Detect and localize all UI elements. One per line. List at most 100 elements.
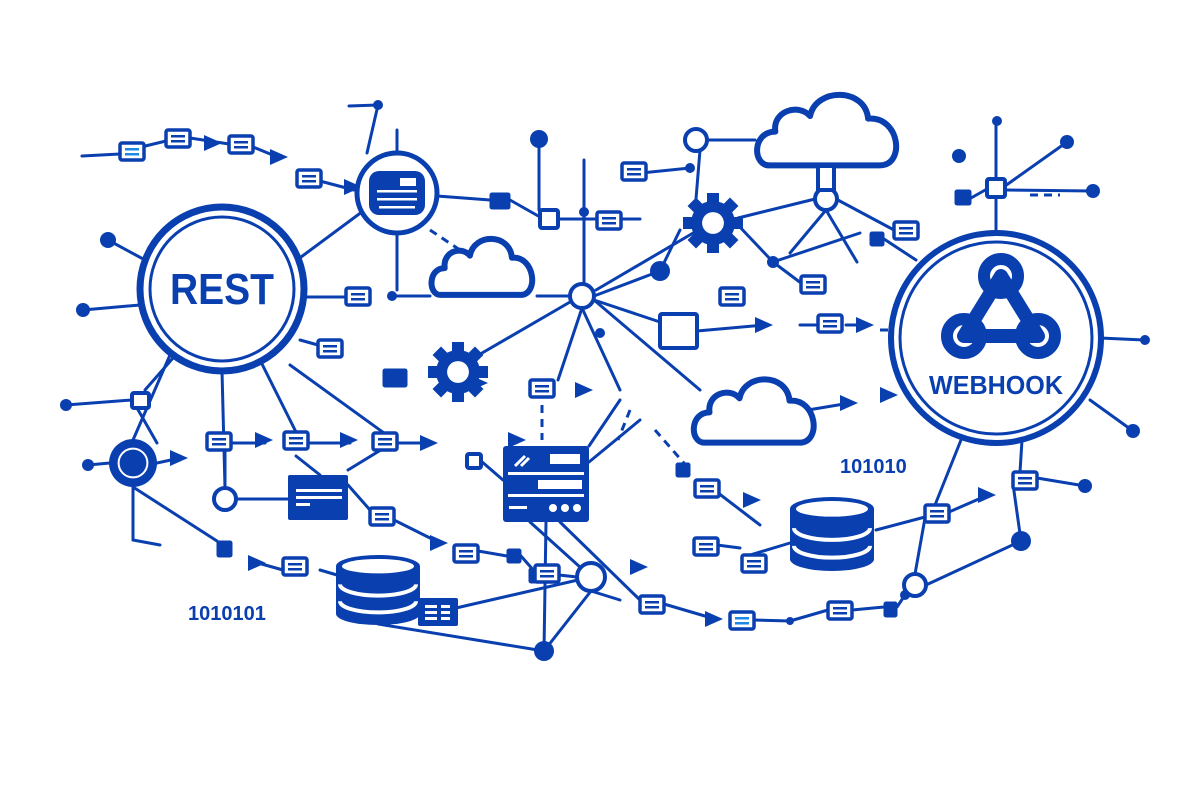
arrow-head-icon xyxy=(856,317,874,333)
arrow-head-icon xyxy=(575,382,593,398)
message-packet-icon xyxy=(205,431,233,452)
message-packet-icon xyxy=(892,220,920,241)
connector-line xyxy=(736,197,817,220)
message-packet-icon xyxy=(718,286,746,307)
node-dot xyxy=(100,232,116,248)
square-node xyxy=(883,601,898,618)
message-packet-icon xyxy=(1011,470,1039,491)
connector-line xyxy=(834,197,896,232)
message-packet-icon xyxy=(344,286,372,307)
message-packet-icon xyxy=(368,506,396,527)
square-node xyxy=(538,208,560,230)
square-node xyxy=(954,189,972,206)
node-dot xyxy=(60,399,72,411)
connector-line xyxy=(376,622,546,653)
arrow-head-icon xyxy=(630,559,648,575)
connector-line xyxy=(589,589,622,602)
node-dot xyxy=(1140,335,1150,345)
message-packet-icon xyxy=(620,161,648,182)
connector-line xyxy=(924,539,1023,587)
connector-line xyxy=(695,323,767,333)
connector-line xyxy=(346,483,372,512)
connector-line xyxy=(298,338,320,347)
dashed-connector xyxy=(429,228,461,252)
connector-line xyxy=(882,237,918,262)
message-packet-icon xyxy=(118,141,146,162)
connector-line xyxy=(1088,398,1135,433)
connector-line xyxy=(556,306,584,382)
connector-line xyxy=(294,454,322,477)
node-dot xyxy=(650,261,670,281)
arrow-head-icon xyxy=(880,387,898,403)
cloud-icon xyxy=(690,376,817,446)
node-dot xyxy=(992,116,1002,126)
rest-hub: REST xyxy=(136,203,308,375)
connector-line xyxy=(288,363,386,435)
connector-line xyxy=(788,608,830,623)
connector-line xyxy=(694,148,702,201)
connector-line xyxy=(64,398,134,407)
connector-line xyxy=(435,194,492,202)
message-packet-icon xyxy=(826,600,854,621)
connector-line xyxy=(788,208,828,255)
node-dot xyxy=(76,303,90,317)
connector-line xyxy=(592,298,662,324)
message-packet-icon xyxy=(533,563,561,584)
square-node xyxy=(130,391,151,410)
connector-line xyxy=(715,543,742,550)
square-node xyxy=(658,312,699,350)
node-dot xyxy=(685,163,695,173)
connector-line xyxy=(913,516,927,576)
binary-label: 1010101 xyxy=(188,603,266,625)
message-packet-icon xyxy=(692,536,720,557)
connector-line xyxy=(933,438,963,507)
small-square-nodes xyxy=(130,177,1007,618)
arrow-head-icon xyxy=(743,492,761,508)
connector-line xyxy=(735,222,775,264)
arrow-head-icon xyxy=(420,435,438,451)
message-packet-icon xyxy=(923,503,951,524)
dashed-connector xyxy=(616,409,632,441)
arrow-head-icon xyxy=(255,432,273,448)
webhook-hub: WEBHOOK xyxy=(888,230,1104,446)
message-packet-icon xyxy=(693,478,721,499)
connector-line xyxy=(850,605,886,612)
arrow-head-icon xyxy=(248,555,266,571)
table-badge-icon xyxy=(418,598,458,626)
node-dot xyxy=(767,256,779,268)
connector-line xyxy=(587,398,622,448)
connector-line xyxy=(580,306,622,392)
arrow-head-icon xyxy=(705,611,723,627)
message-packet-icon xyxy=(227,134,255,155)
arrow-head-icon xyxy=(204,135,222,151)
message-packet-icon xyxy=(595,210,623,231)
message-packet-icon xyxy=(799,274,827,295)
message-packet-icon xyxy=(638,594,666,615)
rest-label: REST xyxy=(170,265,274,314)
cloud-icon xyxy=(754,91,900,169)
arrow-head-icon xyxy=(840,395,858,411)
ring-node xyxy=(575,561,607,593)
connector-line xyxy=(1035,476,1087,488)
connector-line xyxy=(748,541,792,557)
ring-node xyxy=(683,127,709,153)
connector-line xyxy=(479,459,505,482)
square-node xyxy=(985,177,1007,199)
webhook-icon xyxy=(941,253,1061,359)
connector-line xyxy=(508,198,542,219)
connector-line xyxy=(454,575,593,610)
connector-line xyxy=(131,353,172,442)
connector-line xyxy=(476,549,509,558)
node-dot xyxy=(387,291,397,301)
square-node xyxy=(506,548,522,564)
arrow-head-icon xyxy=(170,450,188,466)
connector-line xyxy=(1098,336,1147,342)
ring-nodes xyxy=(212,127,928,598)
connector-line xyxy=(258,358,298,434)
message-packets xyxy=(118,128,1039,631)
connector-line xyxy=(318,568,339,577)
database-icon xyxy=(336,555,420,625)
gear-icon xyxy=(683,193,743,253)
message-packet-icon xyxy=(740,553,768,574)
square-node xyxy=(869,231,885,247)
